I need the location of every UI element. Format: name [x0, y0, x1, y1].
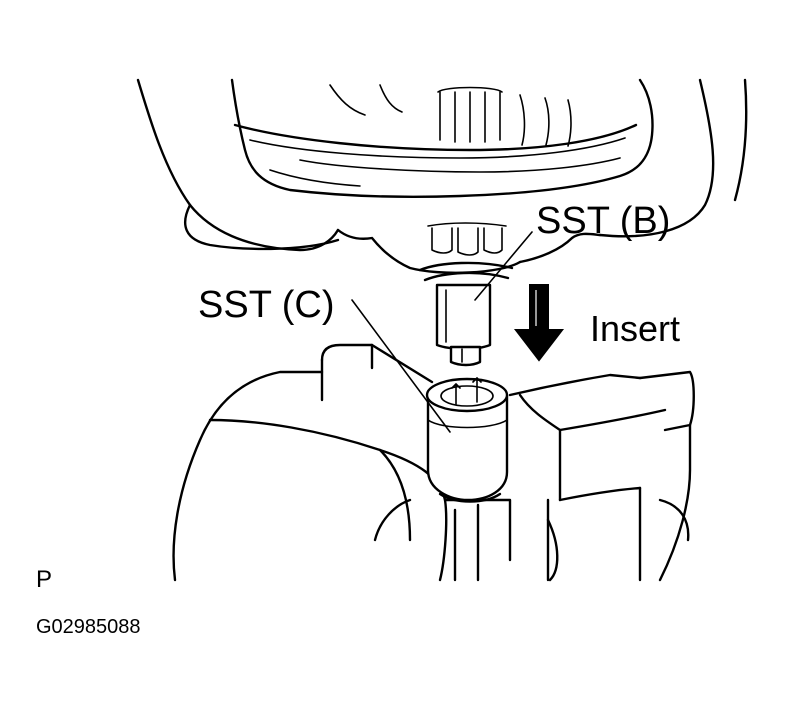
view-code-label: P — [36, 566, 53, 593]
arrow-down-icon — [513, 284, 565, 362]
sst-c-sleeve — [425, 377, 509, 503]
sst-b-label: SST (B) — [536, 200, 671, 242]
alternator-housing — [136, 78, 748, 282]
figure-id-label: G02985088 — [36, 616, 141, 638]
sst-c-label: SST (C) — [198, 284, 335, 326]
sst-b-tool — [435, 283, 492, 367]
vise-fixture — [172, 343, 695, 582]
leader-lines — [351, 231, 533, 433]
insert-label: Insert — [590, 308, 681, 349]
